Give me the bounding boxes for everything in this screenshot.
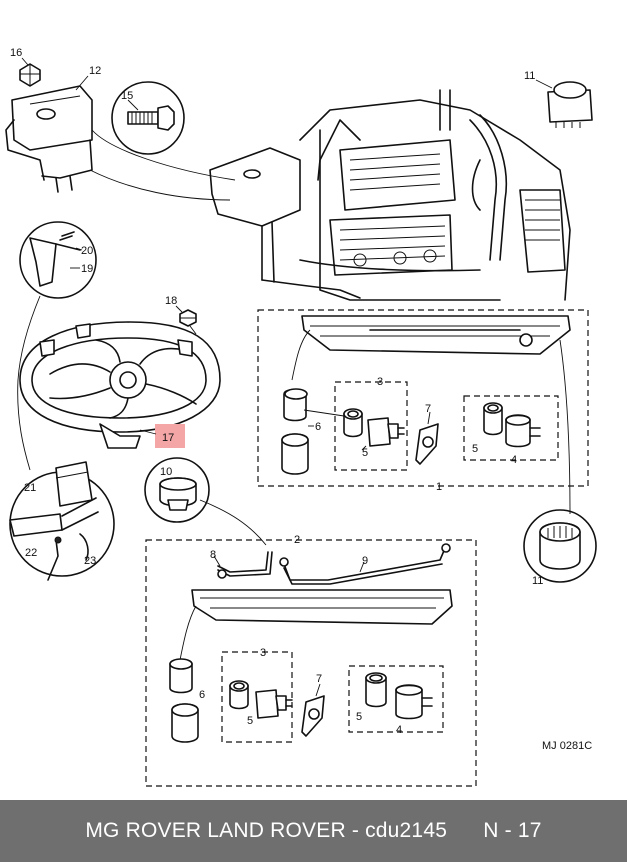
callout-8: 8 — [210, 549, 216, 561]
part-8-pipe — [217, 551, 289, 579]
part-21-22-23-bracket-kit — [9, 461, 115, 581]
footer-bar: MG ROVER LAND ROVER - cdu2145 N - 17 — [0, 800, 627, 862]
radiator-upper — [301, 315, 571, 355]
reference-code: MJ 0281C — [542, 740, 592, 752]
part-18-nut — [179, 309, 197, 327]
group-3-box-upper — [334, 381, 408, 471]
callout-11-top: 11 — [524, 70, 535, 82]
callout-6-lower: 6 — [199, 689, 205, 701]
part-switch-upper — [367, 417, 405, 447]
part-6-seal-group1 — [281, 388, 309, 475]
part-5-grommet-lower-b — [365, 672, 387, 708]
callout-6-upper: 6 — [315, 421, 321, 433]
part-5-grommet-upper-b — [483, 402, 503, 436]
callout-3-lower: 3 — [260, 647, 266, 659]
part-10-hose-clip — [144, 457, 210, 523]
callout-20: 20 — [81, 245, 93, 257]
group-3-box-lower — [221, 651, 293, 743]
callout-9: 9 — [362, 555, 368, 567]
callout-7-lower: 7 — [316, 673, 322, 685]
callout-5-upper-a: 5 — [362, 447, 368, 459]
group-4-5-box-upper — [463, 395, 559, 461]
group-1-box — [257, 309, 589, 487]
callout-5-upper-b: 5 — [472, 443, 478, 455]
part-4-sensor-upper — [505, 414, 541, 448]
part-11-connector-lower — [523, 509, 597, 583]
part-11-connector-top — [547, 81, 593, 128]
cooling-fan-assembly — [19, 321, 221, 449]
part-7-bracket-lower — [301, 695, 325, 737]
callout-10: 10 — [160, 466, 172, 478]
callout-21: 21 — [24, 482, 36, 494]
part-16-nut — [19, 63, 41, 87]
footer-text: MG ROVER LAND ROVER - cdu2145 N - 17 — [85, 819, 542, 842]
part-15-bolt — [111, 81, 185, 155]
part-19-20-mounting-clip — [19, 221, 97, 299]
part-4-sensor-lower — [395, 684, 433, 720]
callout-4-upper: 4 — [511, 454, 517, 466]
callout-4-lower: 4 — [396, 724, 402, 736]
radiator-lower — [191, 589, 453, 625]
engine-assembly — [209, 89, 571, 301]
callout-16: 16 — [10, 47, 22, 59]
parts-diagram: 16 12 15 11 20 19 18 17 10 21 22 23 3 7 … — [5, 47, 597, 787]
callout-19: 19 — [81, 263, 93, 275]
callout-7-upper: 7 — [425, 403, 431, 415]
callout-1: 1 — [436, 481, 442, 493]
part-6-seal-group2 — [169, 658, 199, 743]
part-9-pipe — [283, 543, 451, 585]
part-12-expansion-tank — [5, 85, 93, 193]
callout-17[interactable]: 17 — [162, 432, 174, 444]
group-2-box — [145, 539, 477, 787]
part-7-bracket-upper — [415, 423, 439, 465]
callout-18: 18 — [165, 295, 177, 307]
callout-15: 15 — [121, 90, 133, 102]
part-5-grommet-lower-a — [229, 680, 249, 710]
part-5-grommet-upper-a — [343, 408, 363, 438]
callout-22: 22 — [25, 547, 37, 559]
callout-2: 2 — [294, 534, 300, 546]
callout-3-upper: 3 — [377, 376, 383, 388]
part-17-highlight[interactable] — [155, 424, 185, 448]
callout-12: 12 — [89, 65, 101, 77]
part-switch-lower — [255, 689, 293, 719]
callout-11-lower: 11 — [532, 575, 543, 587]
callout-5-lower-b: 5 — [356, 711, 362, 723]
callout-5-lower-a: 5 — [247, 715, 253, 727]
callout-23: 23 — [84, 555, 96, 567]
